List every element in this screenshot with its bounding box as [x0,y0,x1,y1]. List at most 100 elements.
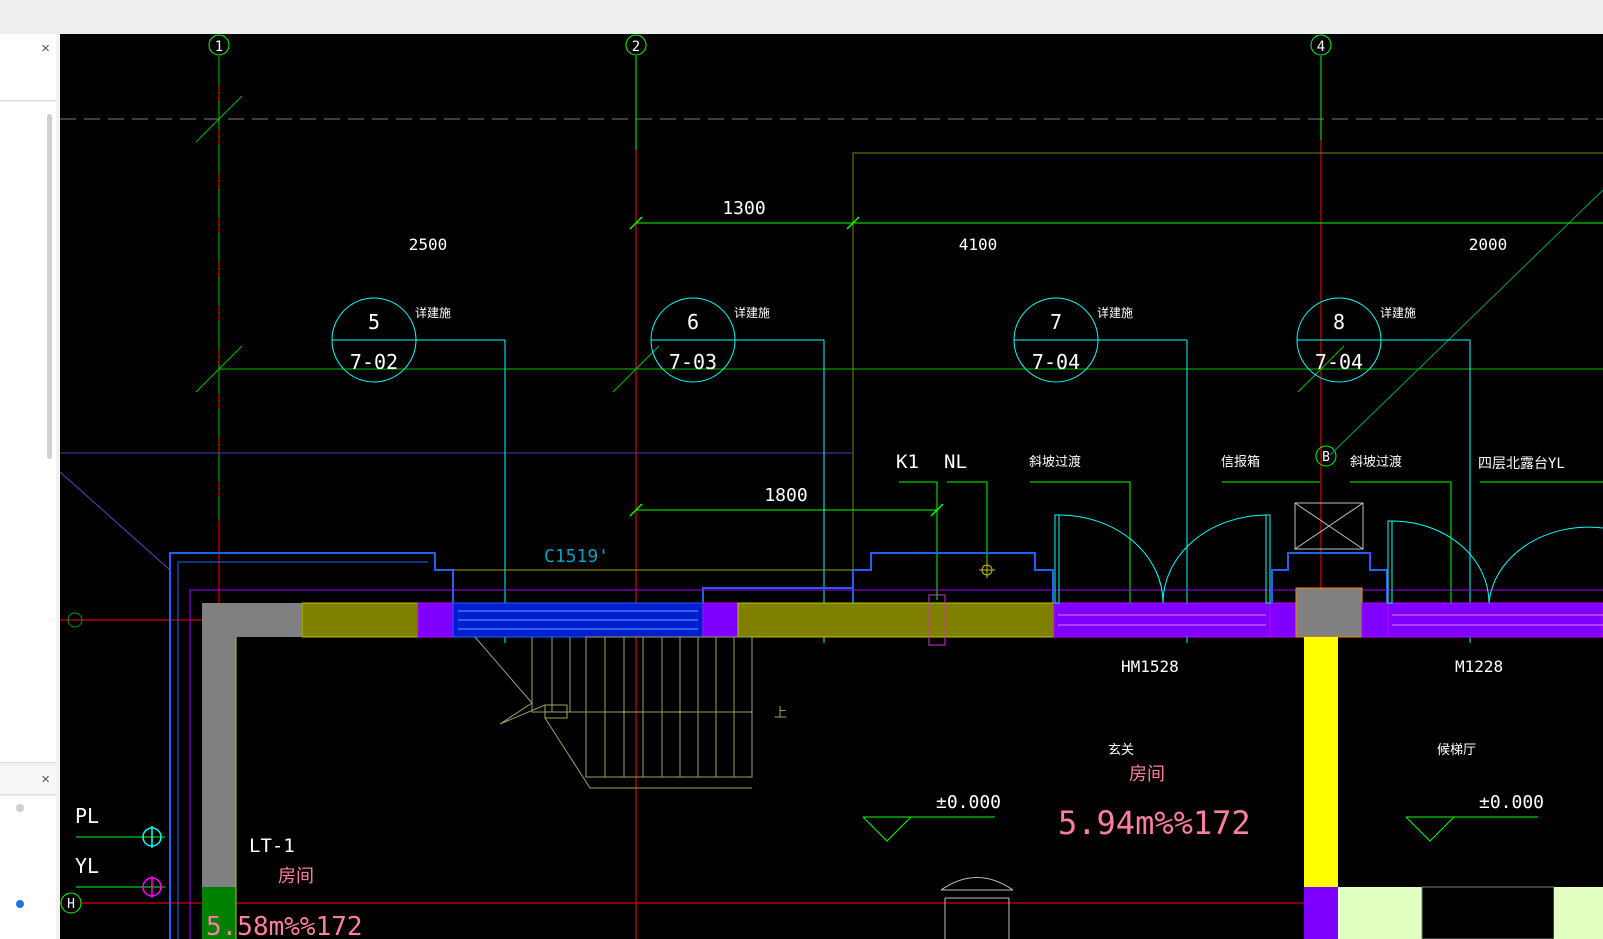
axis-label-2: 2 [632,39,640,55]
detail-callout-7: 7 7-04 详建施 [1013,297,1188,643]
dimension-1300: 1300 [629,198,1603,230]
label-k1: K1 [896,451,919,473]
outline-blue-right [852,552,1054,603]
label-pl: PL [75,804,99,828]
axis-label-H: H [67,897,75,912]
outline-purple [189,589,1603,939]
callout-sheet: 7-03 [669,350,717,374]
outline-blue-left [169,552,454,939]
purple-diagonal [60,471,171,571]
dark-fill [1421,886,1555,939]
callout-sheet: 7-02 [350,350,398,374]
callout-note: 详建施 [1380,305,1416,320]
detail-callout-6: 6 7-03 详建施 [650,297,825,643]
axis-label-B: B [1322,450,1330,465]
status-dot-blue [16,900,24,908]
label-door1: HM1528 [1121,657,1179,676]
wall-purple [1387,602,1603,638]
diagonal-line [1329,189,1603,456]
callout-number: 8 [1333,310,1345,334]
label-window: C1519' [544,546,609,567]
callout-number: 5 [368,310,380,334]
label-room2: 房间 [278,866,314,887]
detail-callout-5: 5 7-02 详建施 [331,297,506,643]
fixture-bottom [940,877,1014,939]
pipe-k1 [928,594,946,646]
light-fill [1554,887,1603,939]
structural-column [1295,587,1363,638]
outline-blue-mid [702,587,854,603]
callout-number: 7 [1050,310,1062,334]
leader-slope1 [1030,481,1131,610]
close-panel-top-icon[interactable]: × [41,40,50,57]
cad-drawing: 1 2 4 B H 1300 2500 4100 2000 1800 [60,34,1603,939]
label-area: 5.94m%%172 [1058,804,1251,842]
tick-mark [195,95,243,143]
axis-bubble-H: H [60,892,82,914]
label-room1: 房间 [1129,764,1165,785]
cad-canvas[interactable]: 1 2 4 B H 1300 2500 4100 2000 1800 [60,34,1603,939]
label-yl-top: 四层北露台YL [1478,456,1565,472]
detail-callout-8: 8 7-04 详建施 [1296,297,1471,643]
callout-sheet: 7-04 [1315,350,1363,374]
axis-bubble-4: 4 [1310,34,1332,56]
door-m1228 [1387,520,1603,604]
pipe-yl: YL [75,854,165,898]
wall-column [1361,602,1389,638]
wall-purple [1053,602,1271,638]
left-panel-header-bottom: × [0,766,56,795]
dimension-text-1800: 1800 [764,485,807,506]
label-bottom-cut: 5.58m%%172 [206,912,363,939]
scrollbar-thumb[interactable] [47,114,52,459]
level-mark-2: ±0.000 [1405,792,1544,842]
green-column [202,887,236,939]
top-toolbar [0,0,1603,35]
light-fill [1338,887,1422,939]
status-dot-gray [16,804,24,812]
callout-sheet: 7-04 [1032,350,1080,374]
callout-note: 详建施 [415,305,451,320]
gray-wall [202,603,302,887]
pipe-pl: PL [75,804,165,848]
callout-note: 详建施 [1097,305,1133,320]
boundary-olive [852,152,1603,600]
wall-segment [301,602,419,638]
purple-column-base [1304,887,1338,939]
label-level2: ±0.000 [1479,792,1544,813]
label-nl: NL [944,451,967,473]
dimension-1800: 1800 [629,485,944,517]
door-hm1528 [1054,514,1271,604]
wall-column [417,602,454,638]
axis-label-4: 4 [1317,39,1325,55]
drain-box [1294,502,1364,550]
left-panel-content [0,102,56,763]
axis-bubble-B: B [1315,445,1337,467]
yellow-column [1304,637,1338,887]
label-lt: LT-1 [249,835,295,857]
axis-bubble-2: 2 [625,34,647,56]
axis-label-1: 1 [215,39,223,55]
leader-k1 [899,481,938,600]
outline-blue-inner [177,561,428,939]
level-mark-1: ±0.000 [862,792,1001,842]
dimension-text-2000: 2000 [1469,235,1508,254]
left-panel: × × [0,34,60,939]
axis-bubble-1: 1 [208,34,230,56]
label-drain: 信报箱 [1221,454,1260,470]
label-level1: ±0.000 [936,792,1001,813]
staircase [474,636,753,789]
axis-marker-left [67,612,83,628]
leader-slope2 [1350,481,1452,610]
dimension-text-4100: 4100 [959,235,998,254]
label-door2: M1228 [1455,657,1503,676]
leader-nl [947,481,988,570]
close-panel-bottom-icon[interactable]: × [41,771,50,788]
label-yl: YL [75,854,99,878]
wall-segment [737,602,1055,638]
label-entry: 玄关 [1108,743,1134,758]
label-slope1: 斜坡过渡 [1029,454,1081,470]
left-panel-header-top: × [0,34,56,101]
label-slope2: 斜坡过渡 [1350,454,1402,470]
dimension-text-2500: 2500 [409,235,448,254]
dimension-text-1300: 1300 [722,198,765,219]
